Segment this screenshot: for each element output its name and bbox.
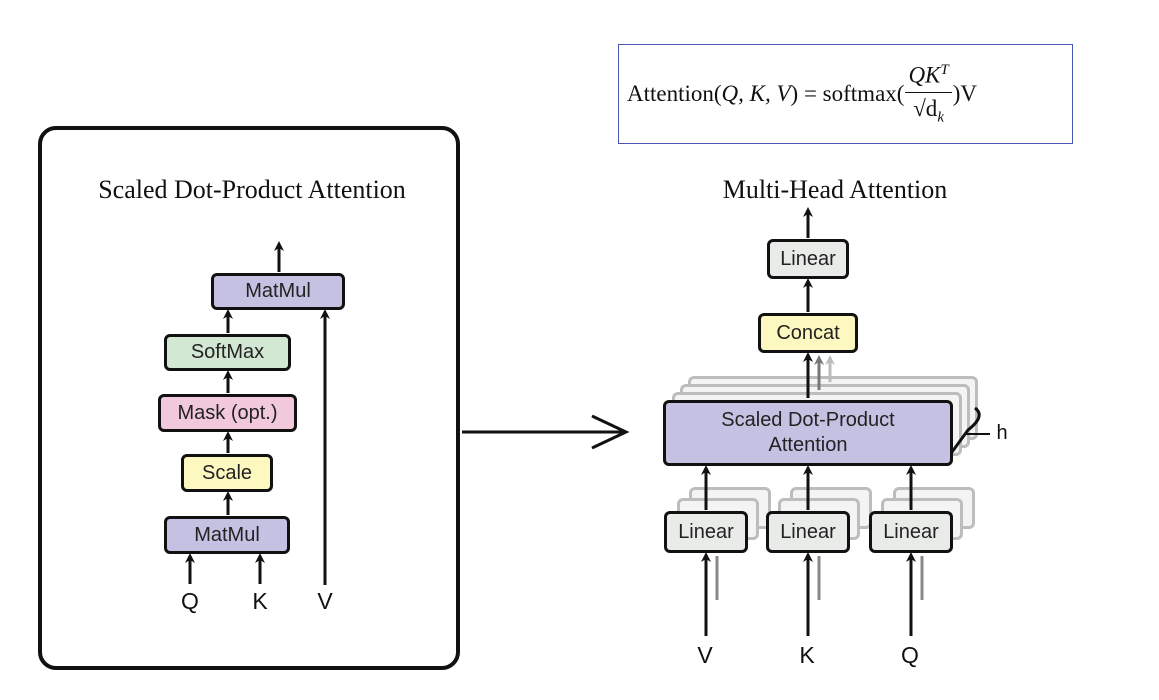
linear-k-block: Linear	[766, 511, 850, 553]
formula-fraction: QKT √dk	[905, 62, 952, 126]
linear-output-block: Linear	[767, 239, 849, 279]
heads-count-label: h	[996, 422, 1008, 444]
concat-block: Concat	[758, 313, 858, 353]
panel-connector-arrowhead	[591, 414, 630, 450]
linear-q-block: Linear	[869, 511, 953, 553]
multi-head-attention-title: Multi-Head Attention	[722, 175, 948, 204]
matmul-top-block: MatMul	[211, 273, 345, 310]
left-input-q: Q	[181, 588, 199, 614]
attention-formula: Attention(Q, K, V) = softmax( QKT √dk )V	[627, 45, 977, 143]
formula-rhs: )V	[952, 81, 978, 106]
formula-lhs: Attention(	[627, 81, 722, 106]
left-input-k: K	[252, 588, 268, 614]
attention-formula-box: Attention(Q, K, V) = softmax( QKT √dk )V	[618, 44, 1073, 144]
formula-numerator: QKT	[905, 62, 952, 93]
right-input-q: Q	[901, 642, 919, 668]
heads-bracket	[950, 406, 981, 453]
softmax-block: SoftMax	[164, 334, 291, 371]
right-input-k: K	[799, 642, 815, 668]
mask-block: Mask (opt.)	[158, 394, 297, 432]
matmul-bottom-block: MatMul	[164, 516, 290, 554]
formula-mid: ) = softmax(	[790, 81, 905, 106]
scale-block: Scale	[181, 454, 273, 492]
sdpa-block: Scaled Dot-Product Attention	[663, 400, 953, 466]
right-input-v: V	[697, 642, 713, 668]
formula-denominator: √dk	[913, 95, 944, 126]
linear-v-block: Linear	[664, 511, 748, 553]
formula-args: Q, K, V	[721, 81, 791, 106]
scaled-dot-product-title: Scaled Dot-Product Attention	[98, 175, 406, 204]
left-input-v: V	[317, 588, 333, 614]
